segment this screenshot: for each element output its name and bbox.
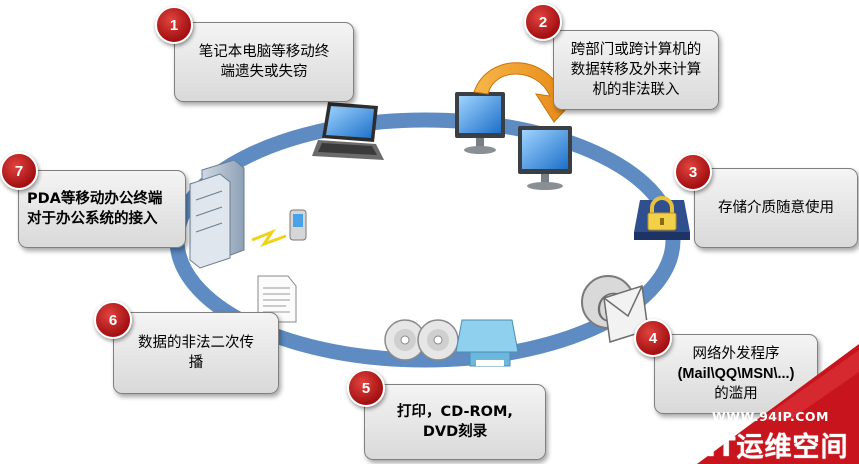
laptop-icon: [312, 102, 384, 160]
callout-5: 打印，CD-ROM, DVD刻录: [364, 384, 546, 460]
watermark-name: IT运维空间: [706, 432, 849, 463]
callout-2-line-3: 机的非法联入: [592, 82, 680, 98]
locked-storage-icon: [634, 196, 690, 240]
callout-3-line-1: 存储介质随意使用: [718, 200, 834, 216]
step-badge-4: 4: [634, 319, 672, 357]
server-icon: [189, 159, 245, 269]
callout-1: 笔记本电脑等移动终端遗失或失窃: [174, 22, 354, 102]
watermark-url: WWW.94IP.COM: [712, 409, 829, 424]
callout-4: 网络外发程序 (Mail\QQ\MSN\...) 的滥用: [654, 334, 818, 414]
step-badge-2: 2: [524, 3, 562, 41]
callout-5-line-2: DVD刻录: [422, 424, 488, 440]
callout-2-line-1: 跨部门或跨计算机的: [570, 42, 702, 58]
step-badge-5: 5: [347, 369, 385, 407]
step-badge-7: 7: [0, 152, 38, 190]
printer-icon: [455, 319, 519, 367]
callout-4-line-3: 的滥用: [714, 386, 758, 402]
callout-5-line-1: 打印，CD-ROM,: [397, 404, 513, 420]
disc-icon: [417, 319, 459, 361]
callout-6: 数据的非法二次传播: [113, 312, 279, 394]
callout-1-line-1: 笔记本电脑等移动终: [198, 44, 330, 60]
step-badge-6: 6: [94, 301, 132, 339]
callout-3: 存储介质随意使用: [694, 168, 858, 248]
monitor-icon: [518, 126, 572, 190]
callout-7-line-1: PDA等移动办公终端: [27, 191, 163, 207]
callout-4-line-2: (Mail\QQ\MSN\...): [677, 366, 795, 382]
pda-icon: [289, 209, 307, 241]
callout-6-line-2: 播: [188, 355, 204, 371]
step-badge-3: 3: [674, 153, 712, 191]
callout-4-line-1: 网络外发程序: [692, 346, 780, 362]
callout-2-line-2: 数据转移及外来计算: [570, 62, 702, 78]
monitor-icon: [455, 92, 505, 154]
callout-6-line-1: 数据的非法二次传: [138, 335, 254, 351]
callout-7-line-2: 对于办公系统的接入: [27, 211, 158, 227]
disc-icon: [384, 319, 426, 361]
callout-7: PDA等移动办公终端对于办公系统的接入: [18, 170, 186, 248]
callout-2: 跨部门或跨计算机的数据转移及外来计算机的非法联入: [553, 30, 719, 110]
callout-1-line-2: 端遗失或失窃: [220, 64, 308, 80]
step-badge-1: 1: [155, 6, 193, 44]
wireless-link-icon: [251, 228, 287, 247]
